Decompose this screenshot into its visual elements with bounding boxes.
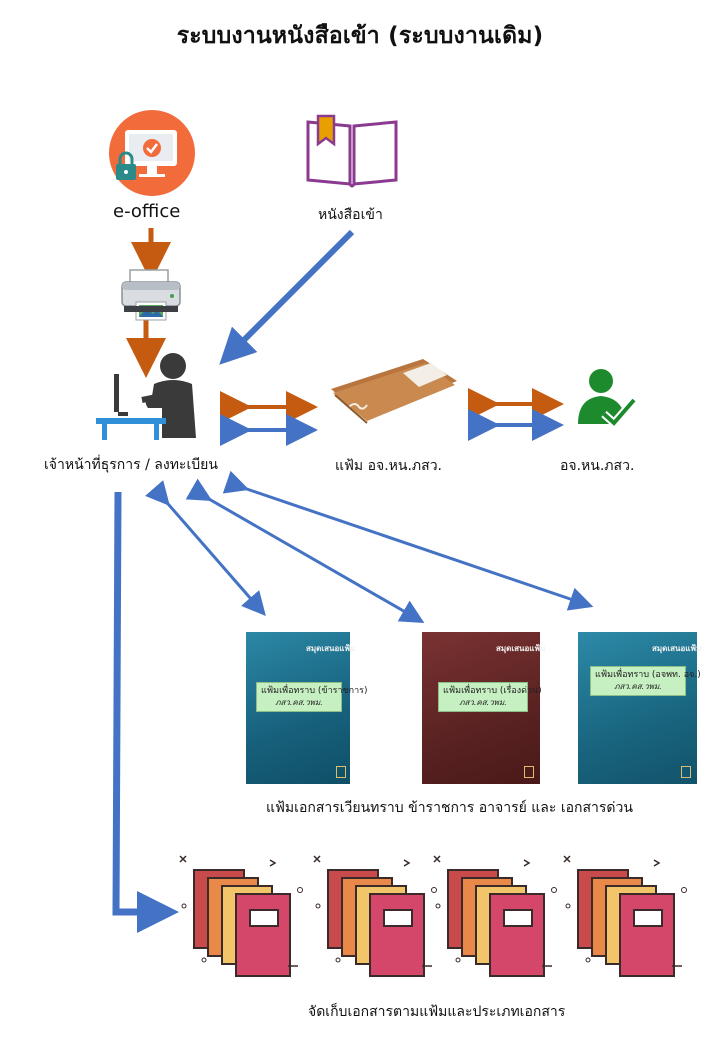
- officer-label: เจ้าหน้าที่ธุรการ / ลงทะเบียน: [44, 457, 218, 473]
- arrow-officer-folder1: [145, 480, 266, 617]
- circulation-folder-3: สมุดเสนอแฟ้ม แฟ้มเพื่อทราบ (อจพท. อจ.) ภ…: [578, 632, 701, 784]
- folder-tag: แฟ้มเพื่อทราบ (อจพท. อจ.) ภสว.คส.วพม.: [590, 666, 701, 696]
- folder-tag: แฟ้มเพื่อทราบ (เรื่องด่วน) ภสว.คส.วพม.: [438, 682, 542, 712]
- folder-tag: แฟ้มเพื่อทราบ (ข้าราชการ) ภสว.คส.วพม.: [256, 682, 367, 712]
- eoffice-monitor-icon: [109, 110, 195, 196]
- binder-stack-icon: [179, 855, 688, 977]
- folder-emblem: [681, 766, 691, 778]
- incoming-letter-label: หนังสือเข้า: [318, 207, 383, 223]
- circulation-folder-1: สมุดเสนอแฟ้ม แฟ้มเพื่อทราบ (ข้าราชการ) ภ…: [246, 632, 367, 784]
- eoffice-label: e-office: [113, 201, 181, 222]
- folder-emblem: [336, 766, 346, 778]
- folder-icon: [331, 359, 457, 424]
- page-title: ระบบงานหนังสือเข้า (ระบบงานเดิม): [176, 23, 544, 49]
- archive-caption: จัดเก็บเอกสารตามแฟ้มและประเภทเอกสาร: [308, 1004, 566, 1020]
- arrow-officer-folder2: [185, 478, 425, 623]
- arrow-letter-to-officer: [219, 229, 355, 365]
- folder-header: สมุดเสนอแฟ้ม: [652, 644, 702, 653]
- director-label: อจ.หน.ภสว.: [560, 458, 635, 474]
- director-folder-label: แฟ้ม อจ.หน.ภสว.: [335, 458, 443, 474]
- folder-header: สมุดเสนอแฟ้ม: [496, 644, 546, 653]
- circulation-folders-caption: แฟ้มเอกสารเวียนทราบ ข้าราชการ อาจารย์ แล…: [266, 800, 633, 816]
- open-book-icon: [306, 114, 398, 188]
- arrow-officer-to-archive: [112, 491, 179, 933]
- approved-user-icon: [578, 369, 638, 429]
- folder-emblem: [524, 766, 534, 778]
- circulation-folder-2: สมุดเสนอแฟ้ม แฟ้มเพื่อทราบ (เรื่องด่วน) …: [422, 632, 545, 784]
- arrow-officer-folder3: [222, 470, 594, 611]
- folder-header: สมุดเสนอแฟ้ม: [306, 644, 356, 653]
- officer-at-desk-icon: [96, 353, 196, 440]
- printer-icon: [121, 269, 181, 321]
